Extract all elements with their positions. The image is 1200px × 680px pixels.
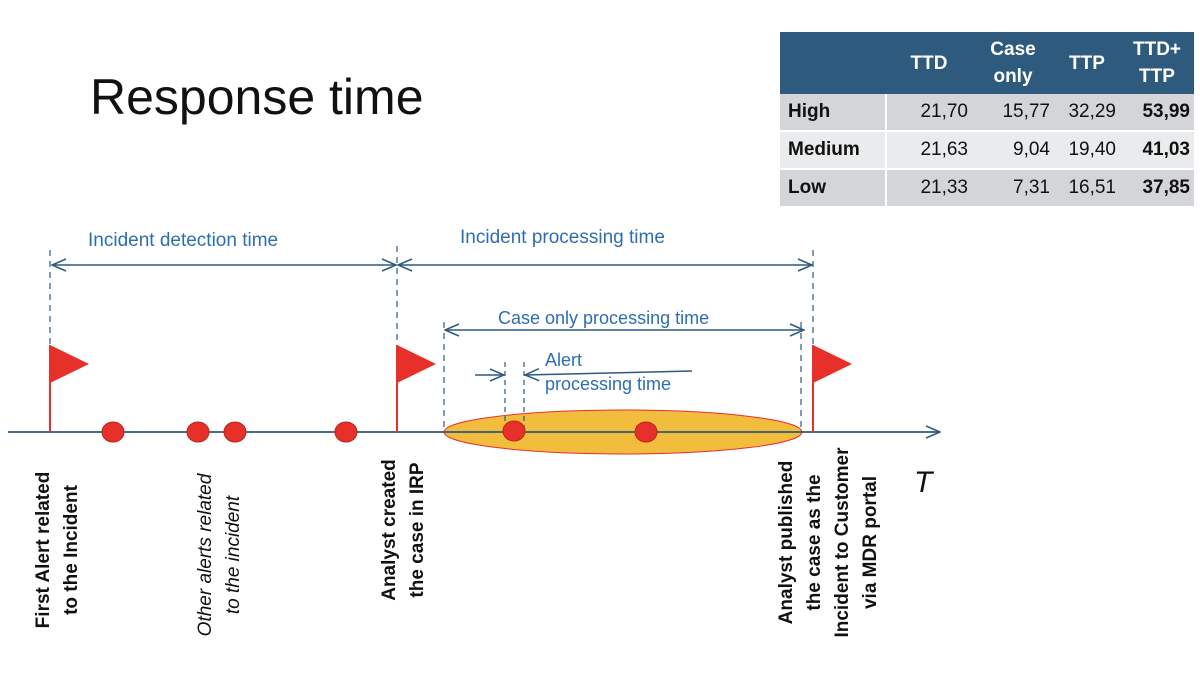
cell-ttd: 21,63: [885, 131, 972, 170]
case-created-label-line2: the case in IRP: [407, 462, 428, 598]
first-alert-flag-icon: [49, 345, 89, 432]
header-ttd-ttp-line2: TTP: [1139, 66, 1175, 87]
header-ttd-ttp: TTD+ TTP: [1120, 32, 1194, 94]
first-alert-event-label: First Alert related to the Incident: [30, 455, 86, 645]
alert-dot: [634, 421, 658, 443]
alert-dot: [502, 420, 526, 442]
header-empty: [780, 32, 886, 94]
alert-dot: [334, 421, 358, 443]
row-label: Medium: [780, 131, 886, 170]
table-row: High 21,70 15,77 32,29 53,99: [780, 94, 1194, 132]
other-alerts-label-line2: to the incident: [223, 495, 244, 615]
alert-processing-label-line1: Alert: [545, 350, 582, 370]
cell-ttd: 21,33: [885, 169, 972, 208]
header-ttd: TTD: [886, 32, 972, 94]
table-header-row: TTD Case only TTP TTD+ TTP: [780, 32, 1194, 94]
published-label-line2: the case as the: [804, 474, 825, 611]
alert-dot: [101, 421, 125, 443]
alert-processing-label-line2: processing time: [545, 374, 671, 394]
published-flag-icon: [812, 345, 852, 432]
header-case-only-line1: Case: [990, 39, 1036, 60]
case-only-label: Case only processing time: [498, 308, 709, 328]
cell-ttp: 19,40: [1054, 131, 1120, 170]
header-ttp: TTP: [1054, 32, 1120, 94]
cell-ttd-ttp: 53,99: [1120, 94, 1194, 132]
published-event-label: Analyst published the case as the Incide…: [773, 445, 885, 640]
published-label-line4: via MDR portal: [860, 475, 881, 610]
case-created-label-line1: Analyst created: [379, 459, 400, 601]
response-time-table: TTD Case only TTP TTD+ TTP High 21,70 15…: [780, 32, 1194, 208]
incident-processing-label: Incident processing time: [460, 227, 665, 248]
header-ttd-ttp-line1: TTD+: [1132, 39, 1182, 60]
cell-case-only: 9,04: [972, 131, 1054, 170]
published-label-line1: Analyst published: [776, 460, 797, 625]
table-row: Low 21,33 7,31 16,51 37,85: [780, 169, 1194, 208]
first-alert-label-line1: First Alert related: [33, 471, 54, 629]
row-label: Low: [780, 169, 886, 208]
header-case-only-line2: only: [993, 66, 1033, 87]
first-alert-label-line2: to the Incident: [61, 485, 82, 615]
case-created-flag-icon: [396, 345, 436, 432]
cell-case-only: 7,31: [972, 169, 1054, 208]
cell-case-only: 15,77: [972, 94, 1054, 132]
published-label-line3: Incident to Customer: [832, 447, 853, 638]
time-axis-label: T: [914, 466, 935, 499]
row-label: High: [780, 94, 886, 132]
alert-processing-arrow-right: [525, 371, 693, 375]
alert-dot: [186, 421, 210, 443]
cell-ttd: 21,70: [885, 94, 972, 132]
cell-ttd-ttp: 41,03: [1120, 131, 1194, 170]
cell-ttp: 16,51: [1054, 169, 1120, 208]
slide-title: Response time: [90, 69, 424, 125]
cell-ttp: 32,29: [1054, 94, 1120, 132]
incident-detection-label: Incident detection time: [88, 230, 278, 251]
table-row: Medium 21,63 9,04 19,40 41,03: [780, 131, 1194, 170]
other-alerts-event-label: Other alerts related to the incident: [192, 455, 248, 655]
case-created-event-label: Analyst created the case in IRP: [376, 445, 432, 615]
alert-dot: [223, 421, 247, 443]
cell-ttd-ttp: 37,85: [1120, 169, 1194, 208]
other-alerts-label-line1: Other alerts related: [195, 473, 216, 637]
header-case-only: Case only: [972, 32, 1054, 94]
